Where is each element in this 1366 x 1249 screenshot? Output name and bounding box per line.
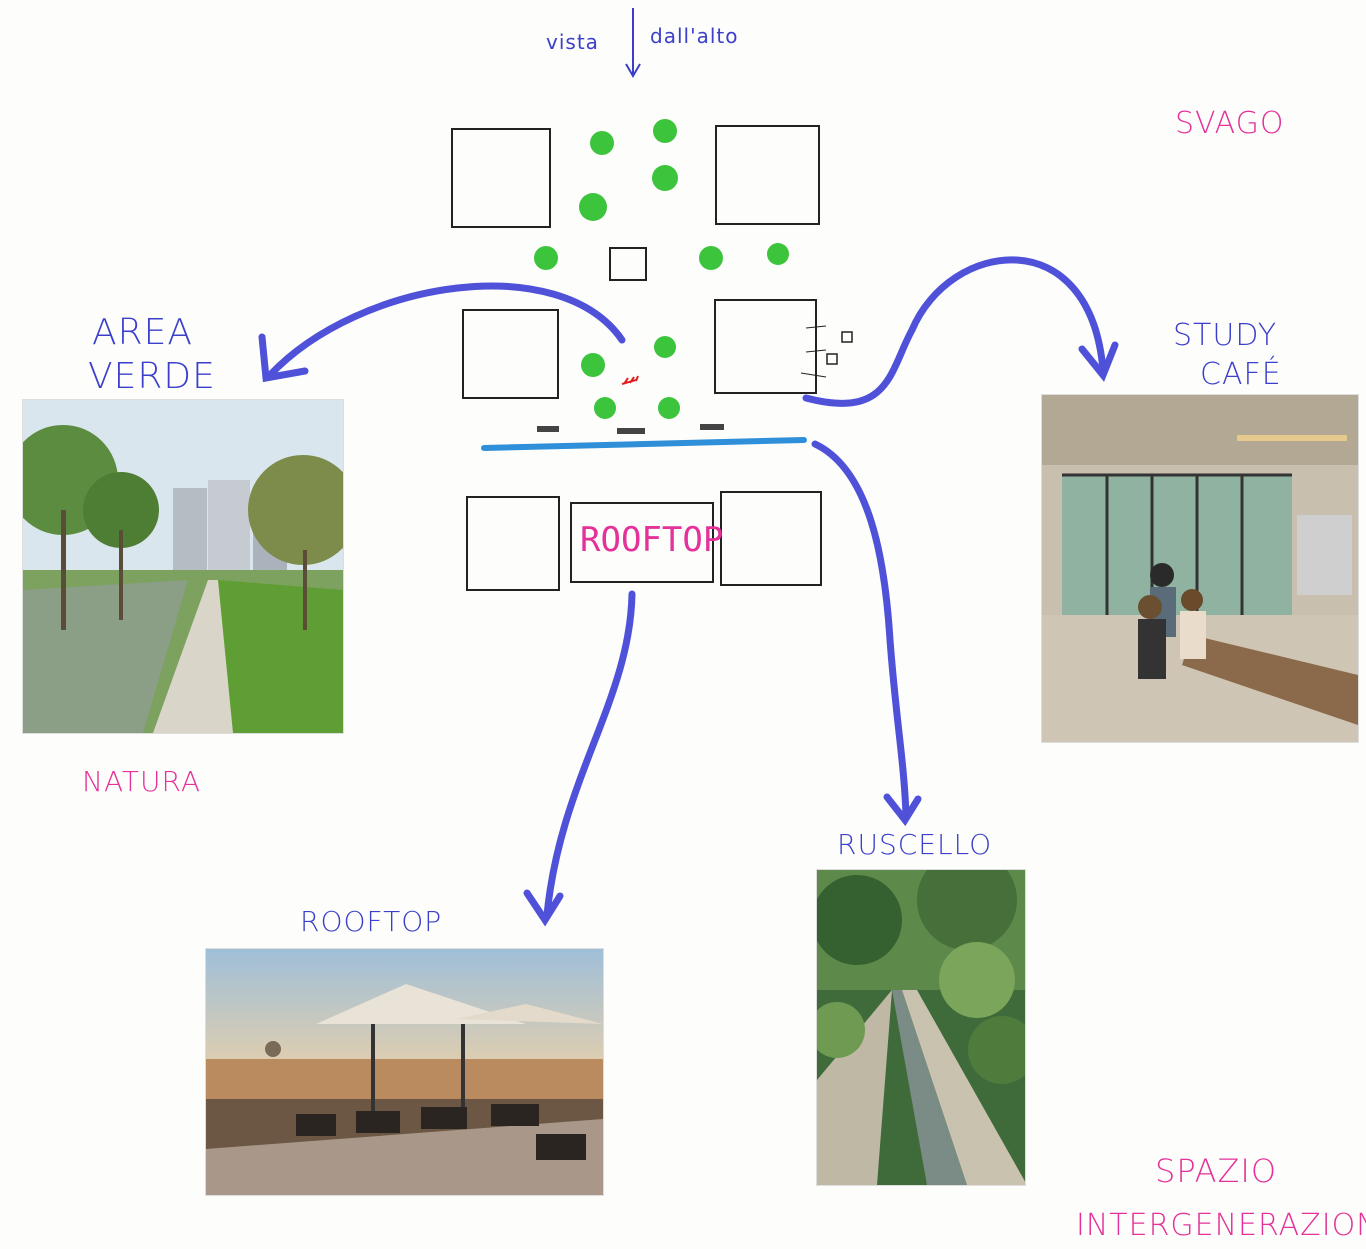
view-label-left: vista <box>546 30 599 54</box>
rooftop-building <box>570 502 714 583</box>
stream-line <box>481 437 807 451</box>
photo-rooftop <box>205 948 604 1196</box>
label-study-cafe-line1: STUDY <box>1173 318 1278 353</box>
photo-ruscello <box>816 869 1026 1186</box>
label-area-verde-line2: VERDE <box>88 356 216 397</box>
photo-study-cafe <box>1041 394 1359 743</box>
building-block <box>715 125 820 225</box>
label-svago: SVAGO <box>1175 106 1285 141</box>
arrow-to-rooftop <box>543 590 636 919</box>
bench-icon <box>537 424 724 434</box>
cafe-table-icon <box>800 325 853 378</box>
label-ruscello: RUSCELLO <box>837 828 993 861</box>
label-rooftop-photo: ROOFTOP <box>300 905 443 938</box>
building-block <box>720 491 822 586</box>
arrow-to-study-cafe <box>802 256 1107 407</box>
label-spazio: SPAZIO <box>1155 1152 1277 1190</box>
trees <box>534 119 789 419</box>
picnic-table-icon <box>621 375 639 385</box>
label-natura: NATURA <box>82 765 201 798</box>
building-block <box>714 299 817 394</box>
building-block <box>462 309 559 399</box>
label-study-cafe-line2: CAFÉ <box>1200 357 1282 392</box>
label-intergenerazionale: INTERGENERAZION <box>1076 1208 1366 1243</box>
arrow-to-area-verde <box>266 282 626 379</box>
label-rooftop-plan: ROOFTOP <box>580 520 724 560</box>
view-label-right: dall'alto <box>650 24 739 48</box>
photo-area-verde <box>22 399 344 734</box>
label-area-verde-line1: AREA <box>92 312 194 353</box>
arrow-to-ruscello <box>811 440 910 819</box>
building-block <box>451 128 551 228</box>
kiosk-block <box>609 247 647 281</box>
building-block <box>466 496 560 591</box>
